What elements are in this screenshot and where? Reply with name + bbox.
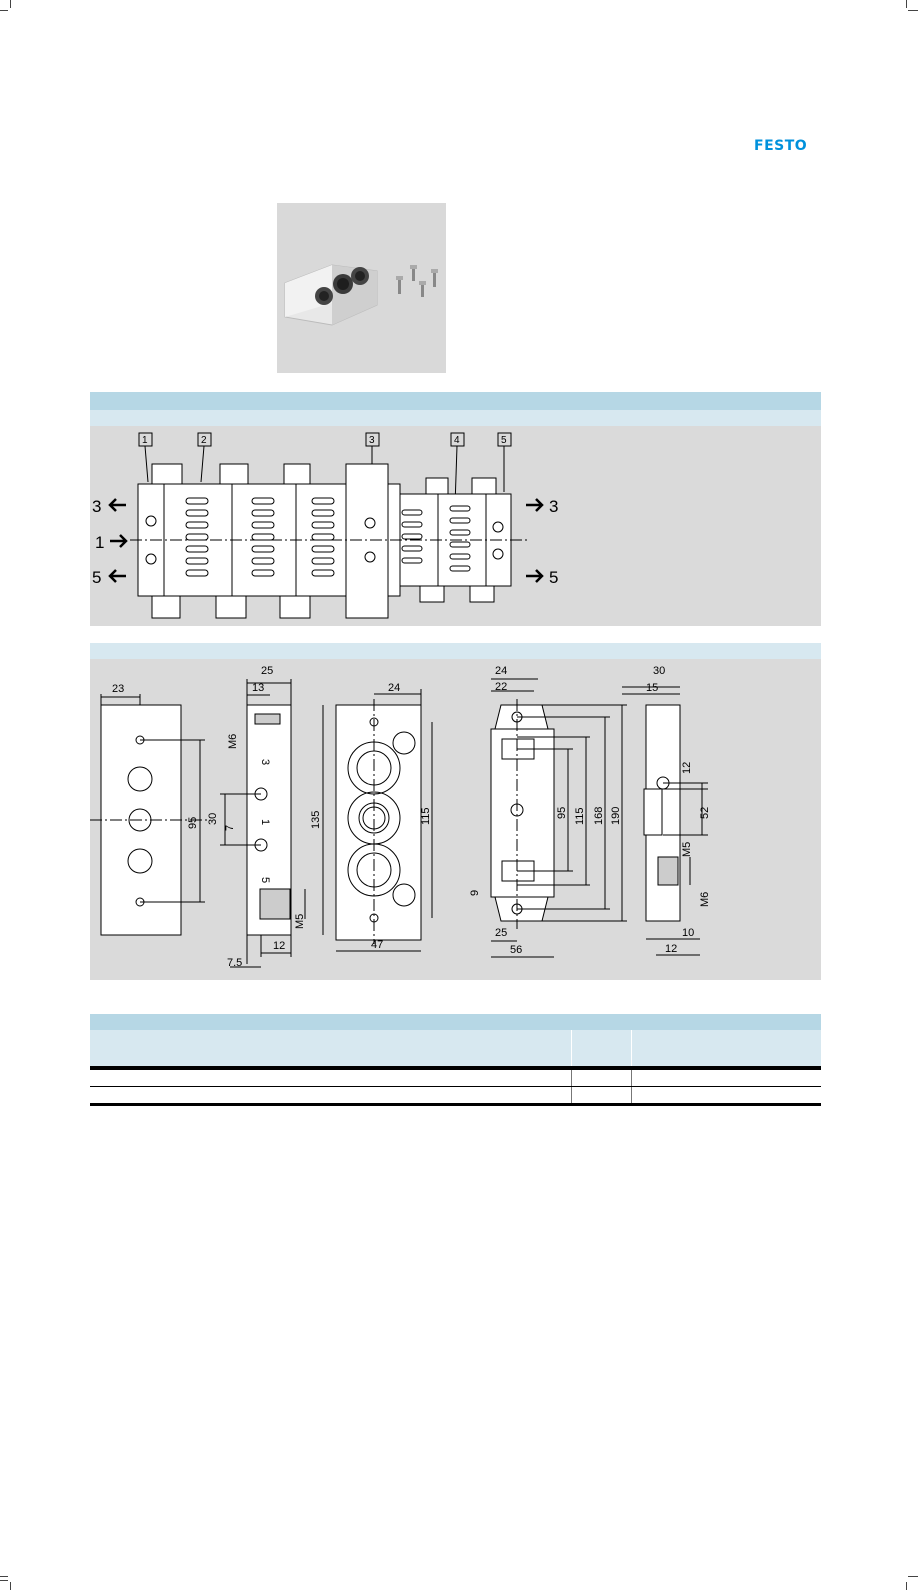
dim-label: 25 [495,927,507,939]
dim-label: 95 [187,817,199,829]
festo-logo: FESTO [754,138,808,154]
crop-mark [0,10,8,11]
dim-label: 10 [682,927,694,939]
table-header-cell [632,1030,821,1066]
marker-label: 5 [501,435,507,446]
dim-label: 190 [610,807,622,825]
dim-label: 23 [112,683,124,695]
port-label: 3 [549,497,558,516]
port-label: 5 [259,877,271,883]
dim-label: 24 [495,665,507,677]
table-cell [90,1070,572,1086]
table-cell [572,1087,632,1103]
arrow-right-icon [526,498,544,512]
dim-label: 24 [388,682,400,694]
section-band-light [90,410,821,426]
dim-label: 30 [207,813,219,825]
table-header-cell [572,1030,632,1066]
marker-label: 3 [369,435,375,446]
port-label: 1 [95,533,104,552]
dim-label: 12 [273,940,285,952]
dim-label: 115 [420,807,432,825]
dim-label: 47 [371,939,383,951]
crop-mark [10,0,11,8]
arrow-left-icon [108,569,126,583]
dim-label: 12 [681,762,693,774]
marker-box [450,432,465,447]
table-cell [572,1070,632,1086]
crop-mark [906,1582,907,1590]
dim-label: M6 [227,734,239,749]
table-title-band [90,1014,821,1030]
dim-label: 12 [665,943,677,955]
marker-label: 4 [454,435,460,446]
dim-label: 22 [495,681,507,693]
dim-label: 15 [646,682,658,694]
dim-label: 7.5 [227,957,242,969]
port-label: 3 [92,497,101,516]
dim-label: M5 [294,914,306,929]
dim-label: 7 [224,825,236,831]
table-header [90,1030,821,1070]
dim-label: 9 [469,890,481,896]
crop-mark [0,1580,8,1581]
arrow-right-icon [110,534,128,548]
section-band-dark [90,392,821,410]
crop-mark [0,1576,8,1577]
table-row [90,1070,821,1087]
marker-box [197,432,212,447]
port-label: 5 [92,568,101,587]
dim-label: 30 [653,665,665,677]
port-label: 5 [549,568,558,587]
arrow-left-icon [108,498,126,512]
crop-mark [908,10,918,11]
data-table [90,1014,821,1106]
dim-label: M5 [681,842,693,857]
marker-label: 2 [201,435,207,446]
dimension-drawings: 23 95 25 13 M6 30 7 M5 12 7.5 3 1 5 24 1… [90,665,711,969]
dim-label: 56 [510,944,522,956]
dim-label: 168 [593,807,605,825]
arrow-right-icon [526,569,544,583]
marker-label: 1 [142,435,148,446]
product-photo [277,203,446,373]
port-label: 1 [259,819,271,825]
table-cell [632,1087,821,1103]
dim-label: 95 [556,807,568,819]
crop-mark [10,1582,11,1590]
table-row [90,1087,821,1106]
dim-label: 52 [699,807,711,819]
dim-label: 25 [261,665,273,677]
section-band-light [90,643,821,659]
dim-label: M6 [699,892,711,907]
table-cell [90,1087,572,1103]
dimensions-panel [90,659,821,980]
assembly-drawing: 3 1 5 3 5 1 2 3 4 5 [92,432,558,619]
table-header-cell [90,1030,572,1066]
dim-label: 135 [310,811,322,829]
crop-mark [908,1576,918,1577]
dim-label: 115 [574,807,586,825]
crop-mark [906,0,907,8]
dim-label: 13 [252,682,264,694]
port-label: 3 [259,759,271,765]
table-cell [632,1070,821,1086]
